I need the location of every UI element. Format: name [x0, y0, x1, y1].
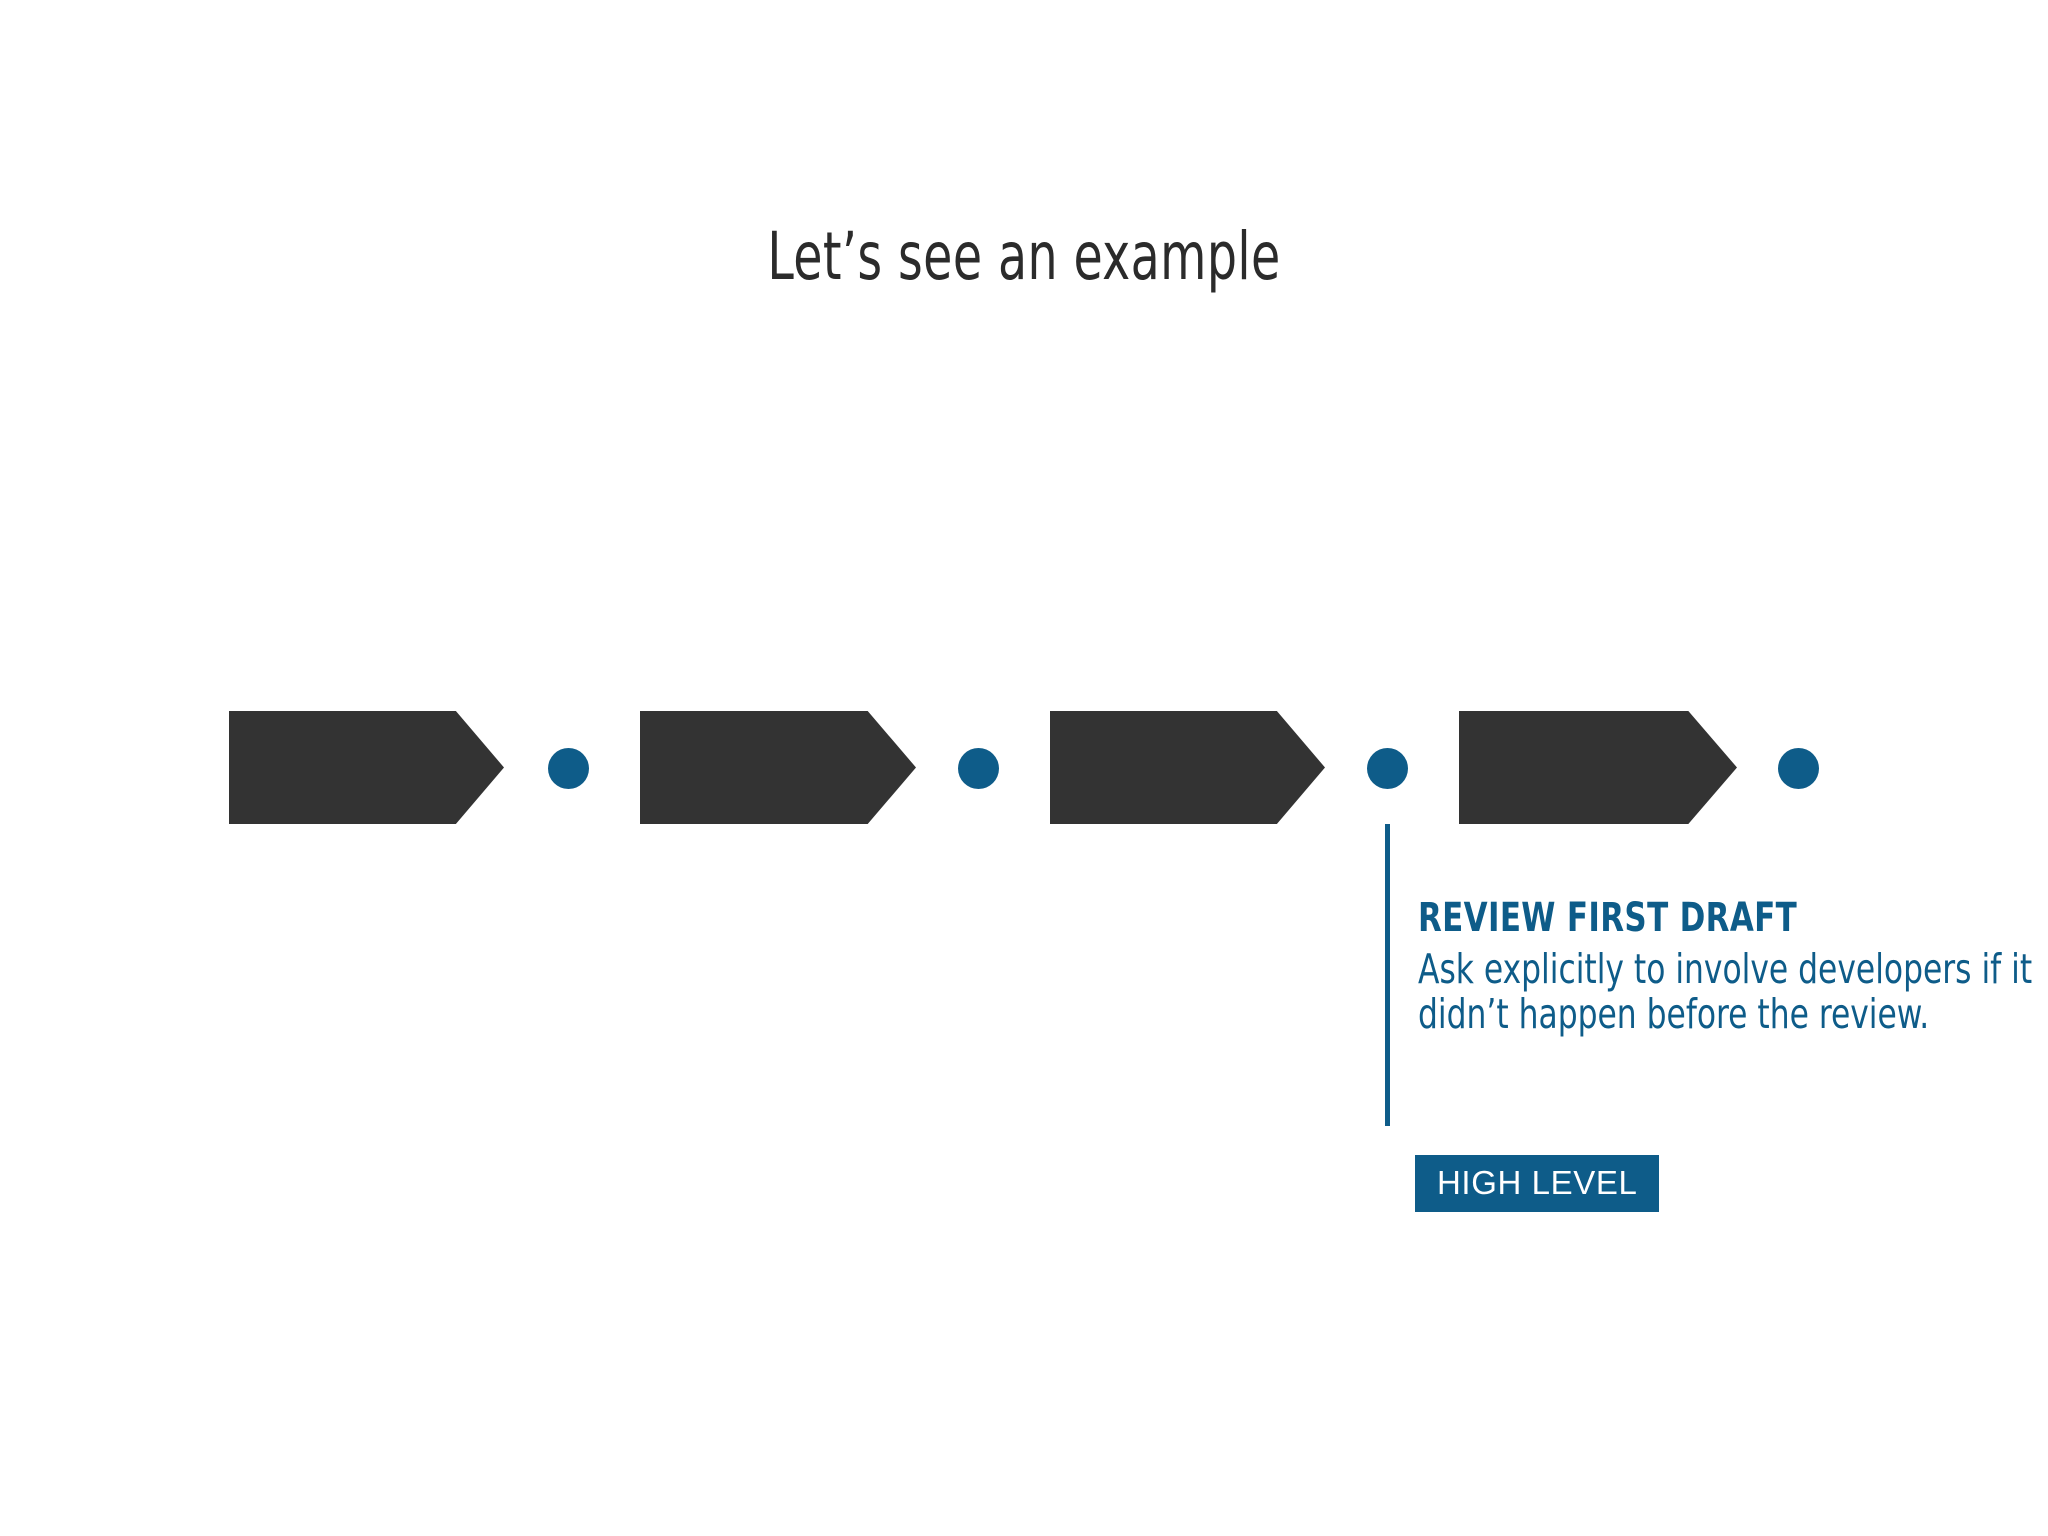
milestone-dot-2[interactable] [958, 748, 999, 789]
callout-body-text: Ask explicitly to involve developers if … [1418, 944, 2033, 1038]
process-step-2-chevron[interactable] [640, 711, 916, 824]
page-title: Let’s see an example [767, 218, 1281, 296]
process-step-3-chevron[interactable] [1050, 711, 1325, 824]
process-step-1-chevron[interactable] [229, 711, 504, 824]
callout-panel: REVIEW FIRST DRAFT Ask explicitly to inv… [1418, 896, 2048, 1037]
badge-container: HIGH LEVEL [1415, 1155, 1660, 1212]
milestone-dot-1[interactable] [548, 748, 589, 789]
milestone-dot-4[interactable] [1778, 748, 1819, 789]
callout-connector-line [1385, 824, 1390, 1126]
milestone-dot-3[interactable] [1367, 748, 1408, 789]
status-badge: HIGH LEVEL [1415, 1155, 1660, 1212]
callout-heading: REVIEW FIRST DRAFT [1418, 895, 1798, 941]
process-step-4-chevron[interactable] [1459, 711, 1737, 824]
